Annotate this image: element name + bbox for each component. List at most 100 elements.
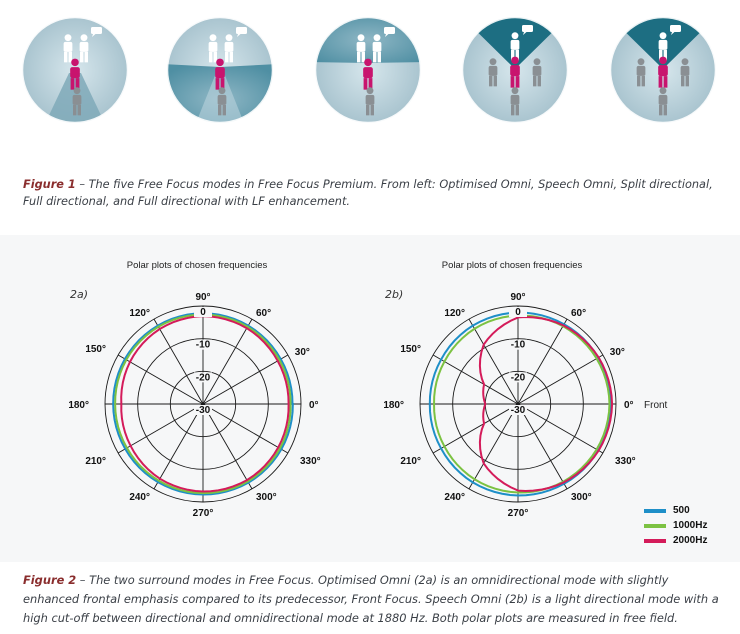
background-figure: [488, 58, 498, 87]
legend-swatch-500: [644, 508, 666, 513]
plot-title: Polar plots of chosen frequencies: [442, 260, 583, 271]
mode-diagram-rear-light: [20, 15, 130, 125]
person-leg: [368, 78, 373, 90]
radial-tick-label: -10: [511, 340, 526, 351]
person-leg: [510, 76, 515, 88]
figure2-caption-label: Figure 2: [23, 573, 77, 587]
radial-tick-label: -10: [196, 340, 211, 351]
angle-label: 60°: [256, 308, 271, 319]
person-head: [659, 87, 667, 95]
radial-tick-bg: [509, 339, 527, 350]
mode-diagram-split: [313, 15, 423, 125]
listener-figure: [363, 58, 373, 90]
bubble-body: [384, 27, 395, 34]
person-leg: [84, 51, 88, 63]
person-leg: [229, 51, 233, 63]
person-leg: [77, 104, 81, 116]
grid-spoke: [153, 403, 204, 490]
talker-figure: [658, 32, 668, 61]
person-leg: [533, 75, 537, 87]
figure2-background-band: [0, 235, 740, 562]
grid-spoke: [517, 318, 568, 405]
bubble-body: [91, 27, 102, 34]
angle-label: 180°: [383, 400, 404, 411]
legend-item-2000hz: 2000Hz: [644, 533, 734, 548]
radial-tick-bg: [194, 405, 212, 415]
grid-spoke: [468, 318, 519, 405]
speech-bubble-icon: [522, 25, 533, 35]
listener-figure: [658, 56, 668, 88]
legend-label-500: 500: [673, 505, 690, 516]
angle-label: 150°: [400, 344, 421, 355]
background-figure: [658, 87, 668, 116]
angle-label: 30°: [610, 347, 625, 358]
plot-title: Polar plots of chosen frequencies: [127, 260, 268, 271]
background-figure: [636, 58, 646, 87]
person-torso: [365, 94, 375, 105]
person-leg: [663, 104, 667, 116]
mode-diagram-rear-fan: [165, 15, 275, 125]
person-torso: [658, 94, 668, 105]
person-head: [366, 87, 374, 95]
radial-tick-label: -20: [511, 372, 526, 383]
grid-spoke: [117, 403, 204, 454]
person-torso: [510, 94, 520, 105]
person-leg: [685, 75, 689, 87]
person-leg: [361, 51, 365, 63]
person-leg: [515, 49, 519, 61]
person-head: [209, 34, 217, 42]
speech-bubble-icon: [236, 27, 247, 37]
background-figure: [72, 87, 82, 116]
talker-figure: [79, 34, 89, 63]
grid-spoke: [117, 354, 204, 405]
person-leg: [681, 75, 685, 87]
person-leg: [73, 104, 77, 116]
person-leg: [515, 104, 519, 116]
speech-bubble-icon: [384, 27, 395, 37]
person-leg: [641, 75, 645, 87]
person-head: [357, 34, 365, 42]
person-torso: [488, 65, 498, 76]
person-torso: [63, 41, 73, 52]
angle-label: 60°: [571, 308, 586, 319]
angle-label: 90°: [510, 292, 525, 303]
person-head: [511, 87, 519, 95]
person-leg: [637, 75, 641, 87]
person-torso: [658, 65, 668, 77]
person-leg: [68, 51, 72, 63]
radial-tick-bg: [194, 307, 212, 317]
background-figure: [217, 87, 227, 116]
mode-disc-rim: [165, 15, 275, 125]
person-torso: [510, 65, 520, 77]
person-head: [80, 34, 88, 42]
figure2-caption: Figure 2 – The two surround modes in Fre…: [23, 571, 728, 628]
panel-label: 2b): [385, 288, 403, 301]
grid-spoke: [517, 354, 604, 405]
person-torso: [680, 65, 690, 76]
radial-tick-bg: [509, 372, 527, 383]
talker-figure: [510, 32, 520, 61]
radial-tick-label: 0: [515, 307, 521, 318]
listener-figure: [70, 58, 80, 90]
series-line-500: [112, 312, 294, 496]
person-head: [659, 56, 667, 65]
mode-disc-rim: [20, 15, 130, 125]
person-torso: [363, 67, 373, 79]
person-torso: [658, 39, 668, 50]
person-leg: [363, 78, 368, 90]
person-leg: [215, 78, 220, 90]
free-focus-modes-illustration: [20, 15, 718, 125]
person-leg: [370, 104, 374, 116]
person-head: [225, 34, 233, 42]
series-line-2000hz: [478, 316, 614, 492]
talker-figure: [63, 34, 73, 63]
mode-disc-rim: [460, 15, 570, 125]
person-torso: [215, 67, 225, 79]
angle-label: 300°: [571, 492, 592, 503]
bubble-tail: [92, 34, 96, 37]
person-leg: [377, 51, 381, 63]
bubble-body: [522, 25, 533, 32]
speech-bubble-icon: [670, 25, 681, 35]
talker-figure: [208, 34, 218, 63]
person-torso: [636, 65, 646, 76]
